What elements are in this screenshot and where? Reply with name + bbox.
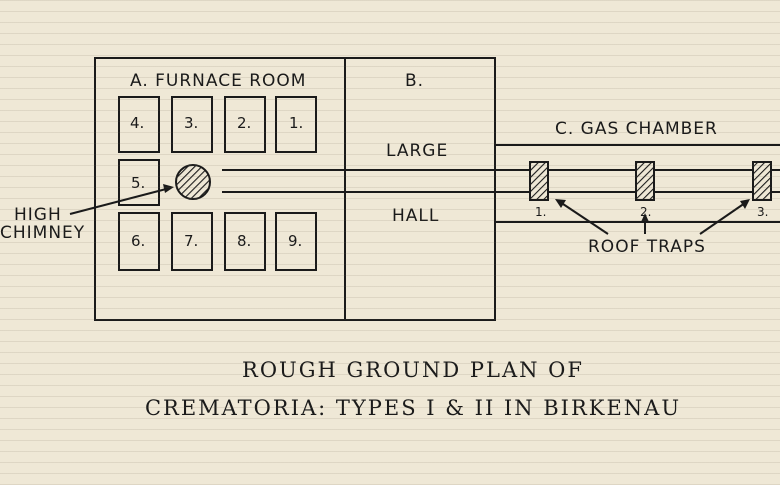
roof-trap-arrowhead-middle <box>641 213 649 222</box>
furnace-9 <box>275 212 317 271</box>
furnace-room-label: A. FURNACE ROOM <box>130 71 306 91</box>
furnace-7 <box>171 212 213 271</box>
furnace-8 <box>224 212 266 271</box>
chimney-circle <box>175 164 211 200</box>
gas-chamber-label: C. GAS CHAMBER <box>555 119 718 139</box>
roof-trap-number: 3. <box>757 205 768 219</box>
furnace-1 <box>275 96 317 153</box>
furnace-label: 9. <box>288 232 302 250</box>
roof-trap-2 <box>635 161 655 201</box>
chimney-label-line2: CHIMNEY <box>0 223 85 243</box>
hall-word-label: HALL <box>392 206 439 226</box>
furnace-label: 7. <box>184 232 198 250</box>
furnace-2 <box>224 96 266 153</box>
chimney-arrow-shaft <box>69 187 171 215</box>
roof-trap-arrowhead-left <box>555 199 566 208</box>
roof-trap-number: 2. <box>640 205 651 219</box>
hall-large-label: LARGE <box>386 141 448 161</box>
furnace-6 <box>118 212 160 271</box>
furnace-3 <box>171 96 213 153</box>
roof-trap-3 <box>752 161 772 201</box>
furnace-label: 2. <box>237 114 251 132</box>
roof-trap-1 <box>529 161 549 201</box>
roof-traps-label: ROOF TRAPS <box>588 237 706 257</box>
furnace-5 <box>118 159 160 206</box>
roof-trap-number: 1. <box>535 205 546 219</box>
hall-letter-label: B. <box>405 71 424 91</box>
furnace-label: 1. <box>289 114 303 132</box>
building-outline <box>94 57 496 321</box>
furnace-label: 8. <box>237 232 251 250</box>
chimney-label-line1: HIGH <box>14 205 62 225</box>
caption-line1: ROUGH GROUND PLAN OF <box>242 358 584 382</box>
caption-line2: CREMATORIA: TYPES I & II IN BIRKENAU <box>145 396 681 420</box>
roof-trap-arrowhead-right <box>740 199 750 209</box>
roof-trap-arrow-left <box>559 201 609 235</box>
furnace-label: 3. <box>184 114 198 132</box>
furnace-label: 5. <box>131 174 145 192</box>
roof-trap-arrow-right <box>699 202 746 235</box>
furnace-label: 6. <box>131 232 145 250</box>
furnace-label: 4. <box>130 114 144 132</box>
chimney-arrow-head <box>163 184 174 193</box>
furnace-4 <box>118 96 160 153</box>
